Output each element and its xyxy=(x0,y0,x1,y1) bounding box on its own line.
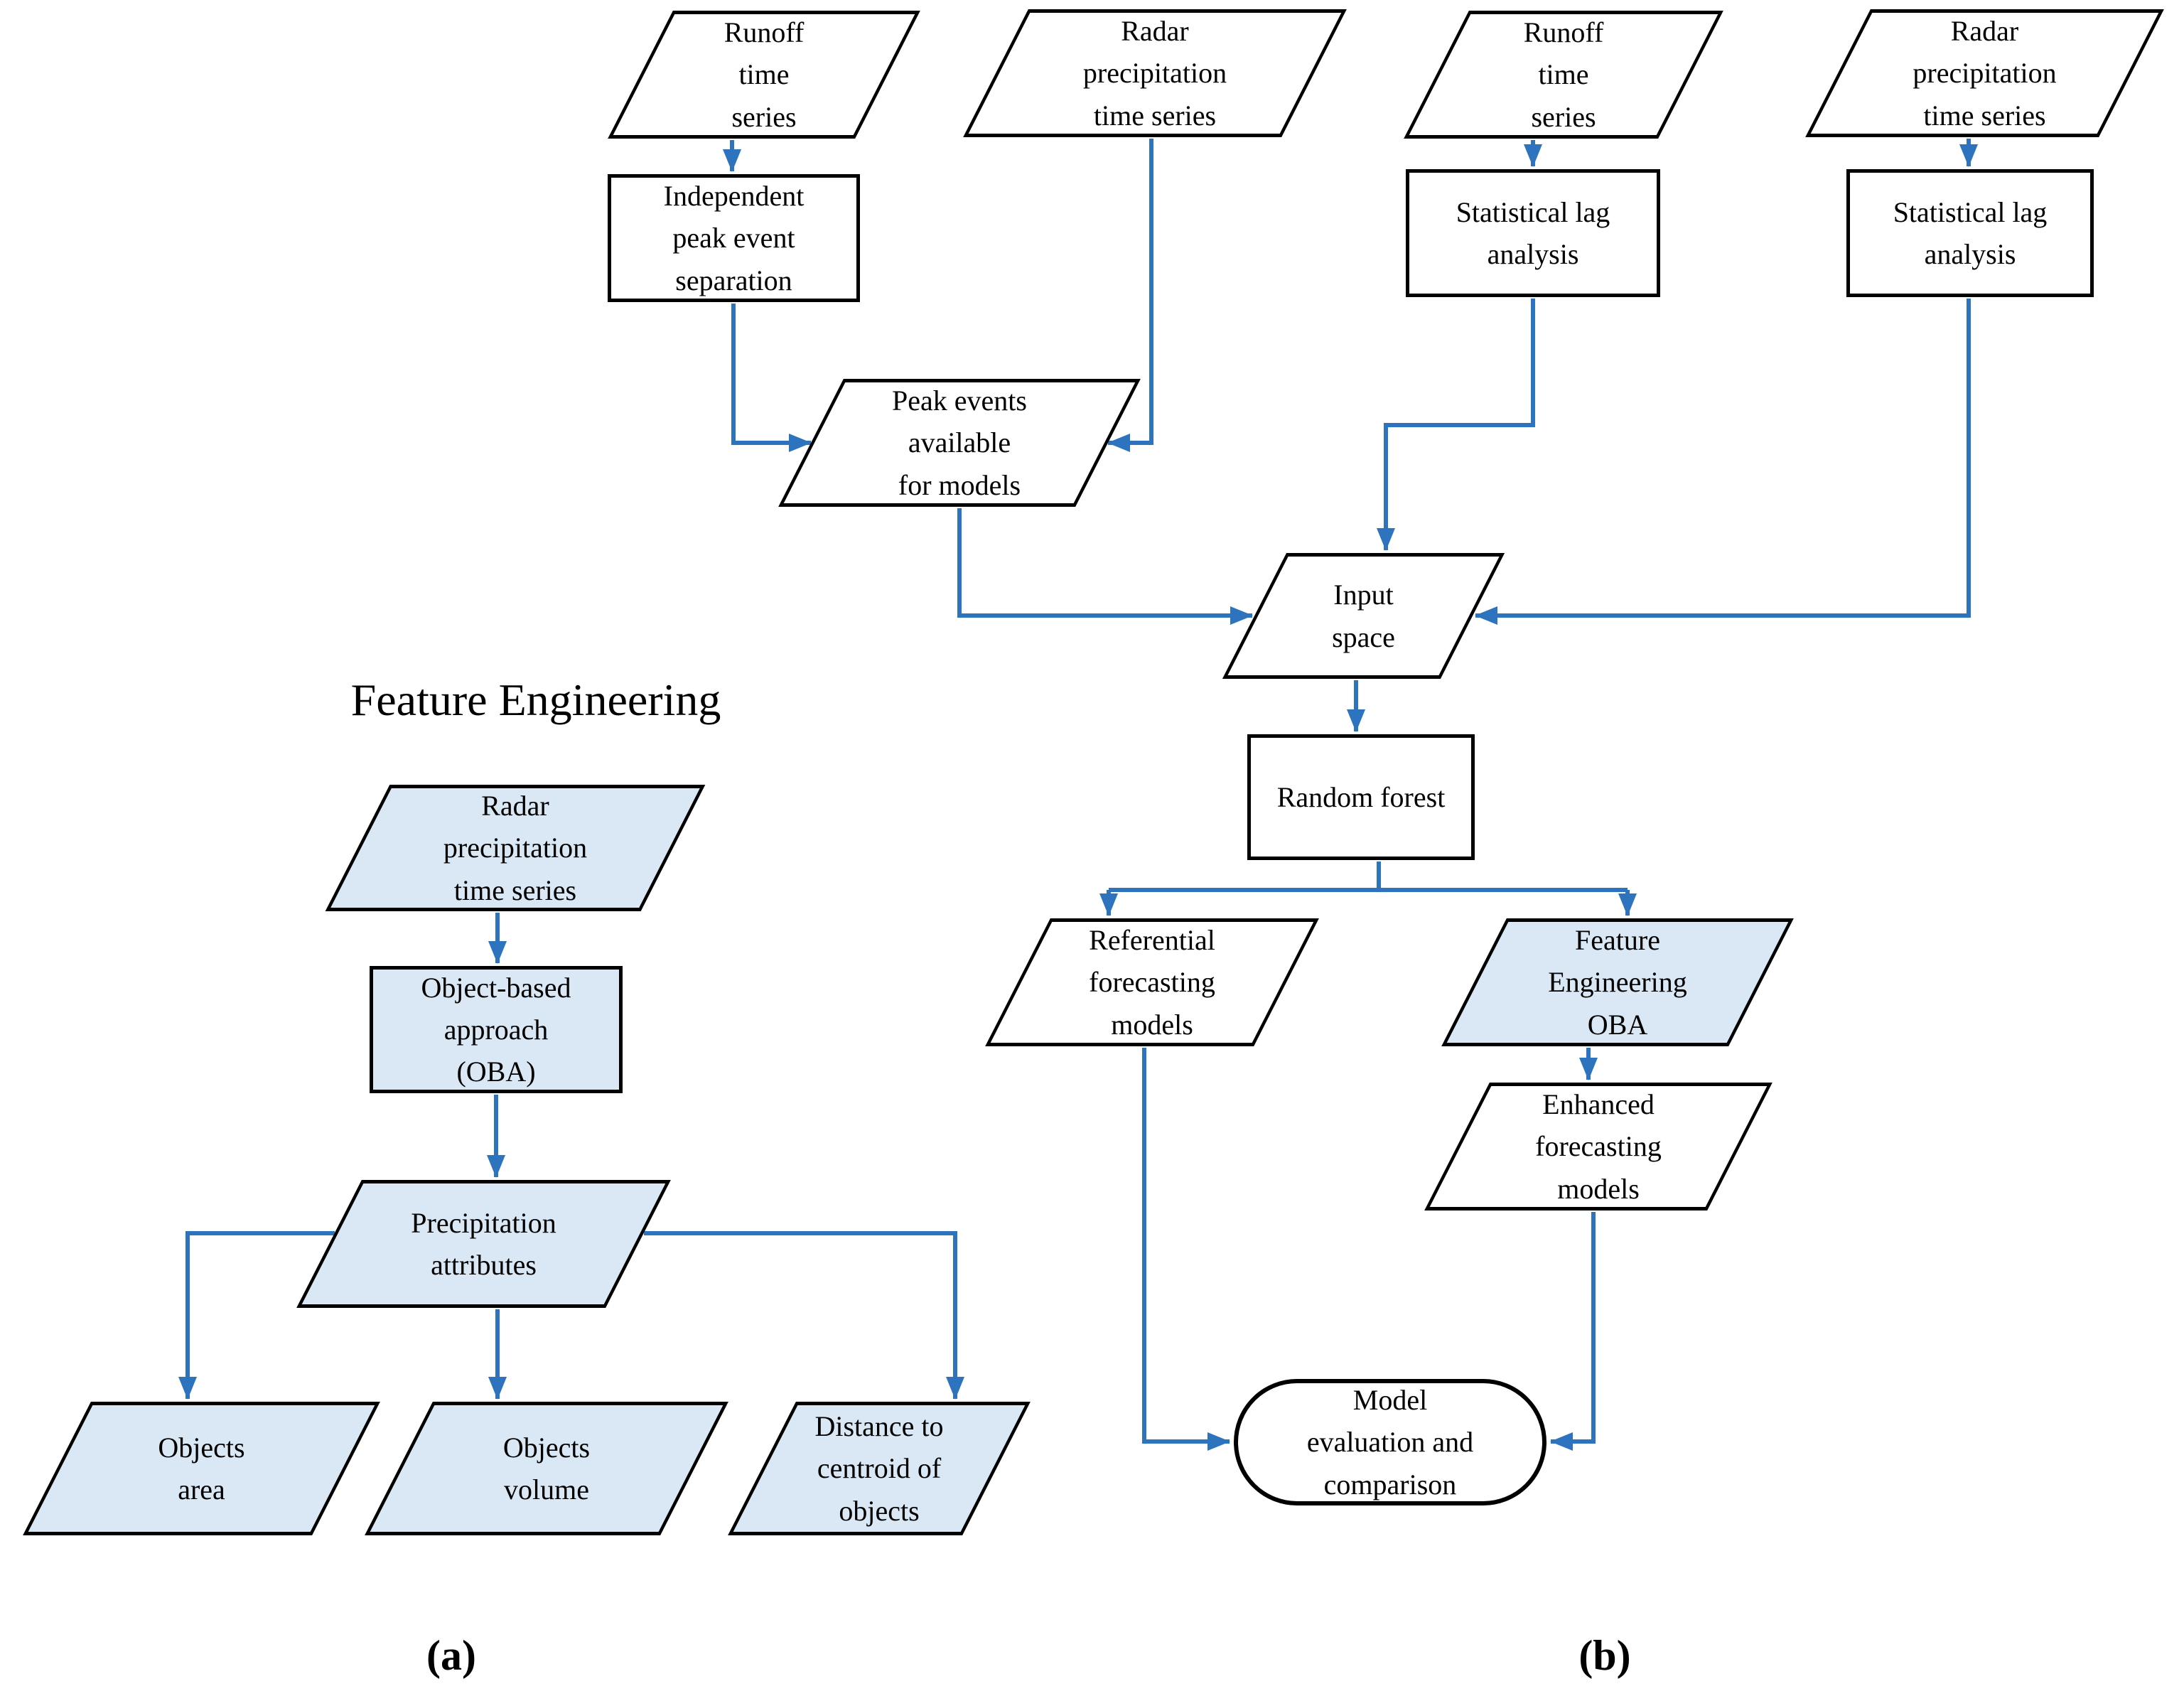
node-label: Objects volume xyxy=(502,1431,591,1505)
node-enhanced-forecasting-models: Enhanced forecasting models xyxy=(1424,1083,1773,1210)
edge-indep-sep-to-peak-events xyxy=(731,304,812,452)
edge-radar-a-to-peak-events xyxy=(1107,139,1153,452)
rectangle-shape xyxy=(608,174,860,302)
rectangle-shape xyxy=(1406,169,1660,297)
edge-lag-runoff-to-input-space xyxy=(1377,299,1535,551)
node-label: Object-based approach (OBA) xyxy=(421,971,571,1088)
rounded-shape xyxy=(1234,1379,1546,1505)
caption-a: (a) xyxy=(426,1632,476,1679)
feature-engineering-title: Feature Engineering xyxy=(350,675,721,725)
node-label: Peak events available for models xyxy=(892,385,1027,501)
node-label: Statistical lag analysis xyxy=(1893,195,2048,270)
node-label: Runoff time series xyxy=(723,16,805,133)
node-feature-engineering-oba: Feature Engineering OBA xyxy=(1441,918,1794,1046)
rectangle-shape xyxy=(1247,734,1475,860)
node-label: Random forest xyxy=(1276,780,1446,813)
node-label: Input space xyxy=(1332,579,1395,653)
node-runoff-time-series-right: Runoff time series xyxy=(1404,11,1723,139)
node-radar-precipitation-left: Radar precipitation time series xyxy=(963,9,1347,137)
node-radar-precipitation-feature-eng: Radar precipitation time series xyxy=(325,785,706,911)
caption-b: (b) xyxy=(1578,1632,1631,1679)
node-label: Referential forecasting models xyxy=(1089,924,1215,1041)
node-label: Precipitation attributes xyxy=(411,1206,556,1281)
node-radar-precipitation-right: Radar precipitation time series xyxy=(1805,9,2164,137)
node-label: Model evaluation and comparison xyxy=(1306,1384,1474,1501)
node-object-based-approach: Object-based approach (OBA) xyxy=(370,966,623,1093)
node-label: Statistical lag analysis xyxy=(1456,195,1610,270)
node-independent-peak-event-separation: Independent peak event separation xyxy=(608,174,860,302)
node-objects-area: Objects area xyxy=(23,1402,380,1535)
node-label: Objects area xyxy=(158,1431,245,1505)
edge-referential-to-model-eval xyxy=(1142,1048,1230,1451)
node-statistical-lag-analysis-radar: Statistical lag analysis xyxy=(1846,169,2094,297)
node-label: Feature Engineering OBA xyxy=(1548,924,1687,1041)
node-peak-events-available: Peak events available for models xyxy=(778,379,1141,507)
edge-precip-attr-to-obj-area xyxy=(178,1231,335,1400)
node-referential-forecasting-models: Referential forecasting models xyxy=(985,918,1319,1046)
edge-enhanced-to-model-eval xyxy=(1550,1212,1596,1451)
edge-lag-radar-to-input-space xyxy=(1475,299,1971,625)
node-runoff-time-series-left: Runoff time series xyxy=(608,11,920,139)
node-objects-volume: Objects volume xyxy=(365,1402,728,1535)
rectangle-shape xyxy=(370,966,623,1093)
edge-precip-attr-to-distance xyxy=(644,1231,964,1400)
node-model-evaluation-comparison: Model evaluation and comparison xyxy=(1234,1379,1546,1505)
node-distance-to-centroid: Distance to centroid of objects xyxy=(728,1402,1031,1535)
node-precipitation-attributes: Precipitation attributes xyxy=(296,1180,671,1308)
node-label: Enhanced forecasting models xyxy=(1535,1088,1662,1205)
node-label: Runoff time series xyxy=(1523,16,1604,133)
node-input-space: Input space xyxy=(1222,553,1505,679)
node-label: Radar precipitation time series xyxy=(443,790,588,906)
node-label: Distance to centroid of objects xyxy=(814,1410,944,1527)
node-random-forest: Random forest xyxy=(1247,734,1475,860)
node-statistical-lag-analysis-runoff: Statistical lag analysis xyxy=(1406,169,1660,297)
node-label: Radar precipitation time series xyxy=(1082,15,1227,131)
node-label: Independent peak event separation xyxy=(663,180,805,296)
rectangle-shape xyxy=(1846,169,2094,297)
edge-peak-events-to-input-space xyxy=(957,508,1253,625)
node-label: Radar precipitation time series xyxy=(1913,15,2057,131)
